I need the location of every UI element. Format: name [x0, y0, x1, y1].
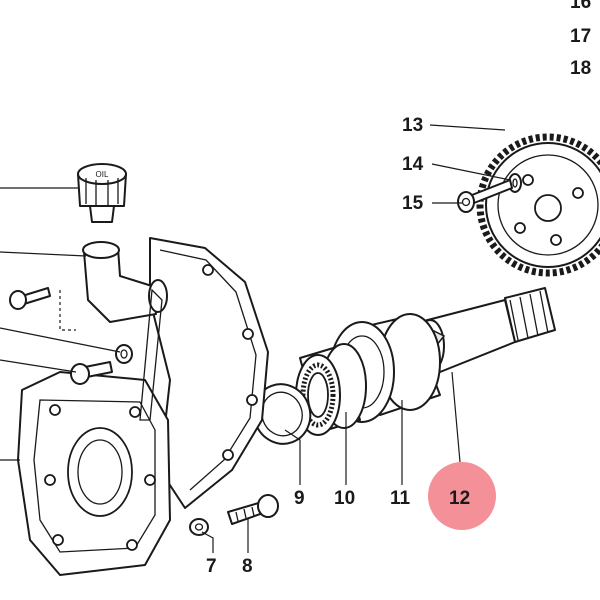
dipstick-tube	[139, 288, 163, 421]
bottom-washer	[189, 518, 209, 536]
bearing-housing	[329, 313, 441, 423]
callout-7: 7	[206, 556, 217, 577]
flange-plate	[17, 371, 171, 576]
highlight-circle-12	[428, 462, 496, 530]
callout-16: 16	[570, 0, 591, 13]
callout-12: 12	[449, 488, 470, 509]
gear-bolt	[457, 179, 513, 213]
oil-cap-text: OIL	[96, 170, 109, 179]
callout-11: 11	[390, 488, 411, 509]
callout-9: 9	[294, 488, 305, 509]
callout-13: 13	[402, 115, 423, 136]
leader-lines	[0, 124, 511, 553]
oil-filler-cap: OIL	[77, 163, 127, 223]
seal-ring	[252, 383, 312, 445]
drive-gear	[476, 133, 600, 277]
callout-18: 18	[570, 58, 591, 79]
callout-15: 15	[402, 193, 424, 214]
side-bolt	[9, 287, 51, 310]
callout-17: 17	[570, 26, 591, 47]
bottom-bolt	[227, 494, 279, 525]
side-washer	[115, 344, 133, 364]
cover-bolt	[70, 361, 113, 385]
callout-14: 14	[402, 154, 424, 175]
callout-10: 10	[334, 488, 355, 509]
callout-8: 8	[242, 556, 253, 577]
housing-cover	[149, 237, 269, 509]
callout-labels: 16 17 18 13 14 15 9 10 11 12 7 8	[206, 0, 591, 577]
gear-washer	[508, 173, 522, 193]
